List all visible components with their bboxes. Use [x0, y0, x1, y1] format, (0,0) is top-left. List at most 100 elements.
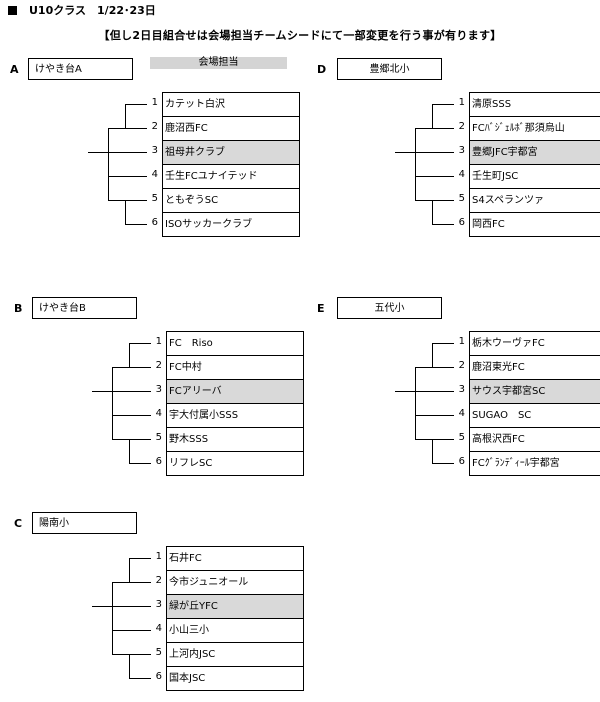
team-row: ISOサッカークラブ [163, 212, 299, 236]
group-venue-name: 豊郷北小 [337, 58, 442, 80]
team-list: カテット白沢 鹿沼西FC 祖母井クラブ 壬生FCユナイテッド ともぞうSC IS… [162, 92, 300, 237]
team-number: 4 [458, 169, 465, 180]
bracket-line [108, 152, 147, 153]
bracket-line [88, 152, 108, 153]
team-row: カテット白沢 [165, 99, 225, 110]
bracket-line [112, 582, 113, 654]
bracket-line [415, 128, 454, 129]
team-row: 岡西FC [470, 212, 600, 236]
team-number: 6 [458, 217, 465, 228]
group-venue-name: けやき台A [28, 58, 133, 80]
square-bullet-icon [8, 6, 17, 15]
group-c: C 陽南小 石井FC 今市ジュニオール 緑が丘YFC 小山三小 上河内JSC 国… [14, 512, 314, 702]
team-number: 4 [458, 408, 465, 419]
team-list: 清原SSS FCﾊﾞｼﾞｪﾙﾎﾞ那須烏山 豊郷JFC宇都宮 壬生町JSC S4ス… [469, 92, 600, 237]
team-row: 宇大付属小SSS [167, 403, 303, 427]
group-d: D 豊郷北小 清原SSS FCﾊﾞｼﾞｪﾙﾎﾞ那須烏山 豊郷JFC宇都宮 壬生町… [317, 58, 600, 248]
team-list: 石井FC 今市ジュニオール 緑が丘YFC 小山三小 上河内JSC 国本JSC [166, 546, 304, 691]
team-row-venue: 祖母井クラブ [163, 140, 299, 164]
group-b: B けやき台B FC Riso FC中村 FCアリーバ 宇大付属小SSS 野木S… [14, 297, 314, 487]
team-row: 上河内JSC [167, 642, 303, 666]
bracket-line [92, 606, 112, 607]
team-list: 栃木ウーヴァFC 鹿沼東光FC サウス宇都宮SC SUGAO SC 高根沢西FC… [469, 331, 600, 476]
bracket-line [415, 176, 454, 177]
team-row: ともぞうSC [163, 188, 299, 212]
bracket-line [112, 582, 151, 583]
team-number: 1 [458, 97, 465, 108]
team-number: 5 [458, 432, 465, 443]
bracket-line [432, 104, 454, 105]
team-row: 壬生町JSC [470, 164, 600, 188]
team-number: 6 [458, 456, 465, 467]
schedule-notice: 【但し2日目組合せは会場担当チームシードにて一部変更を行う事が有ります】 [98, 29, 502, 42]
team-number: 3 [155, 384, 162, 395]
team-row-venue: 豊郷JFC宇都宮 [470, 140, 600, 164]
team-row: 壬生FCユナイテッド [163, 164, 299, 188]
team-row-venue: FCアリーバ [167, 379, 303, 403]
bracket-line [112, 367, 113, 439]
bracket-line [129, 558, 151, 559]
bracket-line [129, 678, 151, 679]
bracket-line [432, 463, 454, 464]
team-number: 5 [458, 193, 465, 204]
bracket-line [108, 176, 147, 177]
team-row: 高根沢西FC [470, 427, 600, 451]
bracket-line [108, 200, 147, 201]
bracket-line [112, 367, 151, 368]
group-letter: E [317, 302, 325, 315]
bracket-line [129, 343, 151, 344]
group-letter: B [14, 302, 23, 315]
bracket-line [112, 630, 151, 631]
team-number: 2 [155, 360, 162, 371]
team-row: 鹿沼西FC [163, 116, 299, 140]
group-letter: D [317, 63, 327, 76]
bracket-line [129, 654, 130, 678]
team-number: 3 [458, 384, 465, 395]
bracket-line [415, 200, 454, 201]
bracket-line [432, 104, 433, 128]
team-number: 1 [458, 336, 465, 347]
bracket-line [415, 367, 454, 368]
team-row: 小山三小 [167, 618, 303, 642]
venue-column-header: 会場担当 [150, 57, 287, 69]
bracket-line [395, 152, 415, 153]
team-row: 鹿沼東光FC [470, 355, 600, 379]
bracket-line [415, 128, 416, 200]
group-venue-name: 五代小 [337, 297, 442, 319]
bracket-line [415, 152, 454, 153]
team-row: FCｸﾞﾗﾝﾃﾞｨｰﾙ宇都宮 [470, 451, 600, 475]
bracket-line [129, 463, 151, 464]
team-row: 栃木ウーヴァFC [472, 338, 545, 349]
team-number: 3 [155, 599, 162, 610]
bracket-line [108, 128, 109, 200]
team-number: 6 [155, 671, 162, 682]
bracket-line [432, 439, 433, 463]
group-venue-name: けやき台B [32, 297, 137, 319]
page-title: U10クラス 1/22･23日 [8, 2, 156, 18]
bracket-line [129, 343, 130, 367]
team-list: FC Riso FC中村 FCアリーバ 宇大付属小SSS 野木SSS リフレSC [166, 331, 304, 476]
team-number: 5 [155, 647, 162, 658]
team-row: FCﾊﾞｼﾞｪﾙﾎﾞ那須烏山 [470, 116, 600, 140]
bracket-line [112, 439, 151, 440]
bracket-line [415, 367, 416, 439]
bracket-line [92, 391, 112, 392]
team-number: 2 [458, 360, 465, 371]
team-number: 5 [155, 432, 162, 443]
team-row-venue: 緑が丘YFC [167, 594, 303, 618]
team-row: FC中村 [167, 355, 303, 379]
bracket-line [129, 558, 130, 582]
team-number: 2 [151, 121, 158, 132]
bracket-line [129, 439, 130, 463]
team-number: 4 [151, 169, 158, 180]
team-number: 6 [151, 217, 158, 228]
team-number: 3 [458, 145, 465, 156]
team-number: 1 [151, 97, 158, 108]
team-number: 1 [155, 336, 162, 347]
bracket-line [415, 391, 454, 392]
team-number: 5 [151, 193, 158, 204]
bracket-line [125, 104, 126, 128]
group-letter: A [10, 63, 19, 76]
team-number: 4 [155, 623, 162, 634]
bracket-line [112, 606, 151, 607]
